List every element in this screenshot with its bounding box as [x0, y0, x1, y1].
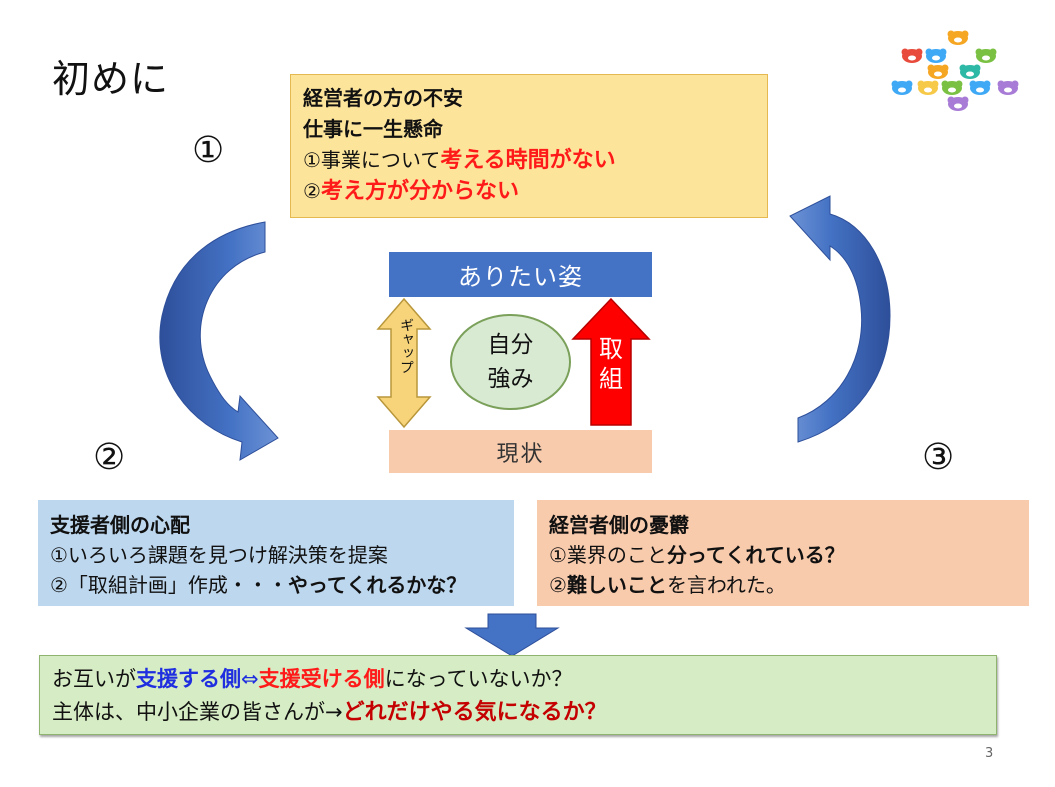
owner-gloom-line1: ①業界のこと分ってくれている？: [549, 540, 1029, 570]
strength-ellipse: 自分 強み: [450, 314, 571, 410]
line-emphasis: 考える時間がない: [440, 148, 616, 173]
bear-head: [997, 80, 1019, 95]
current-state-bar: 現状: [389, 430, 652, 473]
owner-gloom-box: 経営者側の憂欝 ①業界のこと分ってくれている？ ②難しいことを言われた。: [537, 500, 1029, 606]
goal-bar: ありたい姿: [389, 252, 652, 297]
bear-head: [975, 48, 997, 63]
conclusion-line1: お互いが支援する側⇔支援受ける側になっていないか？: [52, 663, 996, 696]
line-prefix: ②「取組計画」作成・・・: [50, 573, 288, 597]
gap-double-arrow-icon: [376, 297, 432, 429]
motivation-emphasis: どれだけやる気になるか？: [342, 700, 607, 725]
line-emphasis: 分ってくれている？: [666, 543, 845, 567]
bear-head: [947, 96, 969, 111]
action-up-arrow-icon: [571, 297, 651, 426]
curved-arrow-up-icon: [789, 195, 891, 443]
line-emphasis: 難しいこと: [566, 573, 667, 597]
line-emphasis: 考え方が分からない: [320, 179, 519, 204]
strength-line2: 強み: [487, 366, 534, 392]
page-number: 3: [985, 746, 994, 761]
owner-concern-line1: ①事業について考える時間がない: [303, 145, 767, 176]
supporter-worry-line2: ②「取組計画」作成・・・やってくれるかな？: [50, 570, 514, 600]
line-prefix: ②: [303, 179, 321, 203]
conclusion-line2: 主体は、中小企業の皆さんが→どれだけやる気になるか？: [52, 696, 996, 729]
curved-arrow-down-icon: [159, 221, 279, 461]
line-emphasis: やってくれるかな？: [287, 573, 467, 597]
owner-concern-box: 経営者の方の不安 仕事に一生懸命 ①事業について考える時間がない ②考え方が分か…: [290, 74, 768, 218]
owner-gloom-line2: ②難しいことを言われた。: [549, 570, 1029, 600]
text-a: お互いが: [52, 667, 136, 691]
bear-logo-icon: [891, 30, 1019, 111]
bear-head: [901, 48, 923, 63]
line-suffix: を言われた。: [666, 573, 786, 597]
step-number-1: ①: [192, 130, 225, 171]
page-title: 初めに: [52, 57, 170, 101]
bear-head: [969, 80, 991, 95]
conclusion-box: お互いが支援する側⇔支援受ける側になっていないか？ 主体は、中小企業の皆さんが→…: [39, 655, 997, 735]
step-number-3: ③: [922, 437, 955, 478]
supporter-worry-heading: 支援者側の心配: [50, 513, 190, 537]
line-prefix: ①業界のこと: [549, 543, 667, 567]
supporter-side-emphasis: 支援する側: [136, 667, 241, 691]
supporter-worry-box: 支援者側の心配 ①いろいろ課題を見つけ解決策を提案 ②「取組計画」作成・・・やっ…: [38, 500, 514, 606]
bear-head: [917, 80, 939, 95]
bear-head: [947, 30, 969, 45]
bidirectional-arrow: ⇔: [241, 667, 259, 691]
text-e: になっていないか？: [384, 667, 573, 691]
owner-concern-heading: 経営者の方の不安: [303, 86, 463, 110]
line-prefix: ②: [549, 573, 567, 597]
action-label: 取 組: [591, 334, 631, 394]
text-a: 主体は、中小企業の皆さんが→: [52, 700, 343, 724]
supporter-worry-line1: ①いろいろ課題を見つけ解決策を提案: [50, 543, 388, 567]
receiver-side-emphasis: 支援受ける側: [258, 667, 385, 691]
step-number-2: ②: [93, 437, 126, 478]
bear-head: [959, 64, 981, 79]
down-arrow-icon: [464, 613, 560, 657]
owner-concern-subheading: 仕事に一生懸命: [303, 117, 443, 141]
gap-label: ギャップ: [398, 318, 414, 374]
owner-gloom-heading: 経営者側の憂欝: [549, 513, 689, 537]
line-prefix: ①事業について: [303, 148, 441, 172]
owner-concern-line2: ②考え方が分からない: [303, 176, 767, 207]
bear-head: [927, 64, 949, 79]
strength-line1: 自分: [487, 332, 534, 358]
bear-head: [925, 48, 947, 63]
bear-head: [941, 80, 963, 95]
action-line2: 組: [599, 365, 623, 393]
bear-head: [891, 80, 913, 95]
action-line1: 取: [599, 335, 623, 363]
